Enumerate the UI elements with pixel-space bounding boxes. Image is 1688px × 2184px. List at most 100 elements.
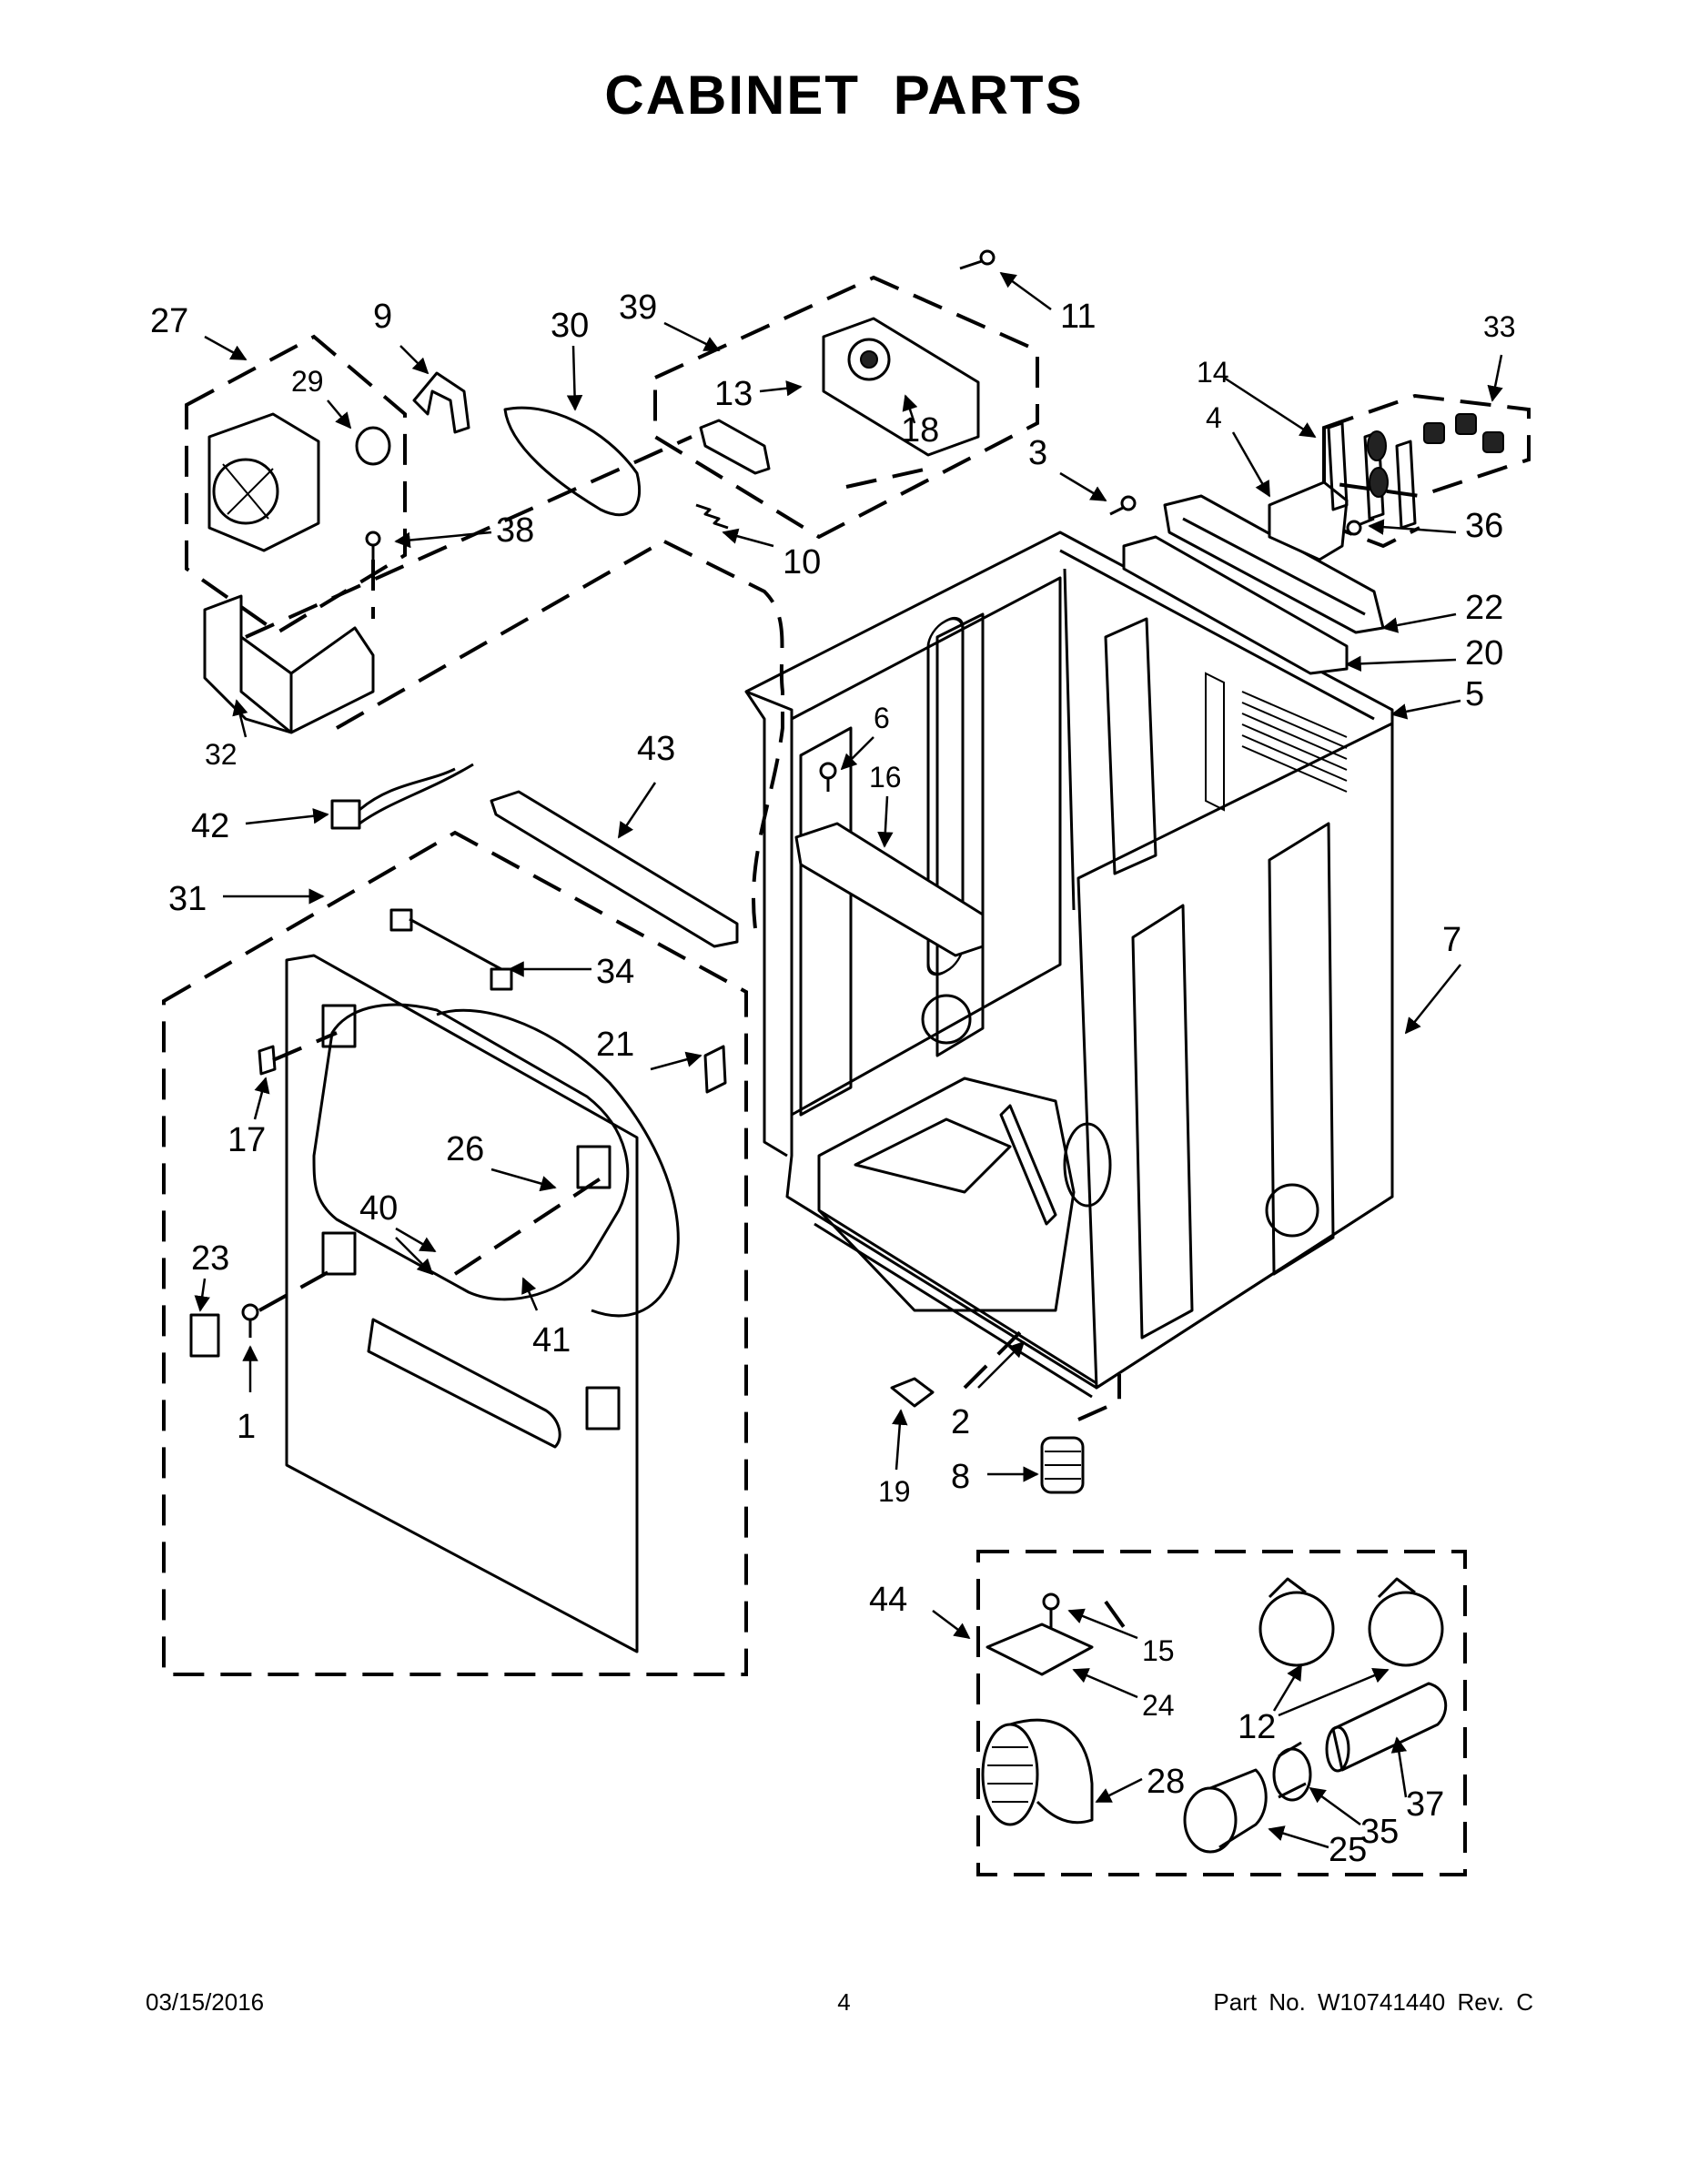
clamp-25 [1183, 1768, 1268, 1854]
arrow-29 [327, 399, 352, 430]
arrow-24 [1072, 1668, 1138, 1699]
arrow-27 [204, 335, 248, 361]
clip-17 [258, 1045, 277, 1076]
dash-13 [845, 467, 929, 489]
cabinet-vent-grill [1205, 672, 1348, 812]
callout-37: 37 [1406, 1785, 1444, 1824]
cabinet-front-flange [744, 691, 788, 1158]
callout-5: 5 [1465, 675, 1484, 713]
cabinet-back-wall [790, 576, 1062, 1117]
cabinet-access-hole [921, 994, 972, 1045]
screw-15 [1042, 1592, 1060, 1611]
cabinet-rib-d [1131, 904, 1194, 1340]
callout-29: 29 [291, 365, 324, 398]
front-panel-handle [367, 1318, 561, 1449]
front-panel [285, 954, 680, 1653]
dash-cabinet-left [663, 540, 784, 929]
arrow-28 [1095, 1777, 1143, 1804]
hinge-plate-br [585, 1386, 621, 1431]
arrow-6 [840, 736, 874, 771]
group-outline-vent-kit [976, 1550, 1467, 1876]
page-title: CABINET PARTS [604, 65, 1084, 126]
arrow-3 [1059, 471, 1107, 502]
arrow-37 [1390, 1736, 1408, 1798]
callout-39: 39 [619, 288, 657, 327]
arrow-17 [253, 1077, 270, 1120]
arrow-30 [566, 345, 583, 411]
callout-28: 28 [1147, 1763, 1185, 1801]
callout-6: 6 [874, 702, 890, 734]
callout-35: 35 [1360, 1813, 1399, 1851]
foot-19 [890, 1377, 935, 1408]
arrow-20 [1345, 655, 1457, 672]
top-rails [1122, 480, 1385, 675]
callout-7: 7 [1442, 921, 1461, 959]
arrow-12b [1278, 1667, 1390, 1717]
arrow-43 [617, 782, 657, 839]
callout-25: 25 [1329, 1831, 1367, 1869]
hinge-plate-bl [321, 1231, 357, 1276]
spring-10 [695, 503, 729, 530]
vent-hood-12 [1258, 1577, 1444, 1667]
label-23 [189, 1313, 220, 1358]
bracket-4 [1268, 480, 1349, 561]
motor-mount-9 [412, 371, 470, 434]
cabinet-rib-c [1104, 617, 1157, 875]
callout-44: 44 [869, 1581, 907, 1619]
footer-page-number: 4 [837, 1988, 851, 2016]
callout-9: 9 [373, 298, 392, 336]
callout-22: 22 [1465, 589, 1503, 627]
callout-8: 8 [951, 1458, 970, 1496]
clip-21 [703, 1045, 727, 1094]
cabinet [744, 531, 1394, 1399]
callout-11: 11 [1060, 298, 1096, 336]
dash-8 [1077, 1374, 1121, 1421]
callout-43: 43 [637, 730, 675, 768]
bracket-14 [1327, 421, 1417, 530]
callout-15: 15 [1142, 1634, 1175, 1667]
motor-body [207, 412, 320, 552]
arrow-35 [1309, 1786, 1361, 1826]
footer-date: 03/15/2016 [146, 1988, 265, 2016]
leveling-leg-8 [1040, 1436, 1085, 1494]
callout-38: 38 [496, 511, 534, 550]
motor-assembly [207, 371, 470, 552]
cabinet-base-strap [999, 1104, 1057, 1226]
arrow-4 [1231, 431, 1271, 498]
callout-21: 21 [596, 1026, 634, 1064]
callout-4: 4 [1206, 401, 1222, 434]
arrow-44 [932, 1610, 971, 1640]
wire-34 [389, 908, 513, 991]
elbow-28 [981, 1718, 1094, 1826]
clamp-29 [355, 426, 391, 466]
callout-2: 2 [951, 1403, 970, 1441]
arrow-42 [245, 808, 329, 825]
motor-bracket-32-fold [239, 637, 293, 734]
pipe-37 [1325, 1682, 1448, 1773]
dash-1 [258, 1263, 342, 1312]
callout-18: 18 [901, 411, 939, 450]
arrow-10 [722, 528, 774, 548]
cabinet-rib-1 [926, 616, 965, 976]
callout-24: 24 [1142, 1689, 1175, 1722]
arrow-15 [1067, 1608, 1138, 1640]
hinge-plate-tl [321, 1004, 357, 1048]
arrow-41 [521, 1277, 539, 1311]
arrow-19 [892, 1409, 908, 1471]
callout-labels: 27 9 29 30 39 11 13 18 3 14 4 33 36 22 2… [150, 288, 1516, 1869]
callout-31: 31 [168, 880, 207, 918]
callout-42: 42 [191, 807, 229, 845]
callout-40: 40 [359, 1189, 398, 1228]
cabinet-base-rail [814, 1208, 1097, 1399]
cabinet-rib-a [799, 726, 853, 1117]
group-outlines [162, 275, 1531, 1876]
arrow-33 [1487, 354, 1503, 402]
cabinet-base-tray [854, 1117, 1012, 1194]
arrow-25 [1268, 1825, 1329, 1849]
arrow-22 [1381, 612, 1457, 633]
callout-26: 26 [446, 1130, 484, 1168]
arrow-38 [394, 531, 492, 549]
arrow-14 [1223, 376, 1317, 439]
connectors-33 [1423, 413, 1504, 453]
drive-belt-30 [503, 406, 642, 517]
